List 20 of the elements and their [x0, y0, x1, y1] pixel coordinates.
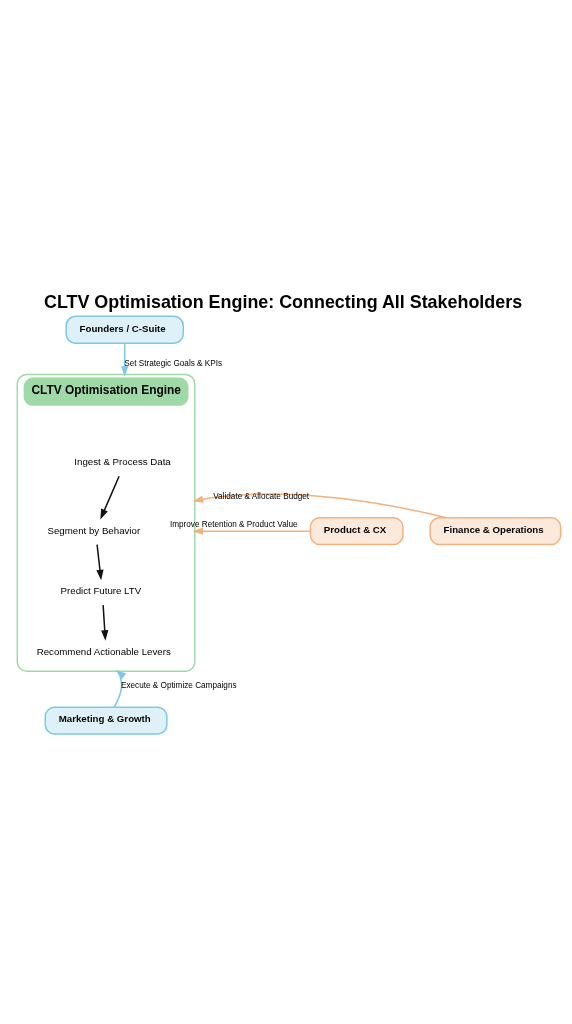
node-text: Recommend Actionable Levers [36, 645, 171, 657]
arrow [121, 342, 129, 377]
node-text: Segment by Behavior [47, 524, 141, 536]
edge-label: Validate & Allocate Budget [213, 491, 310, 501]
arrow [96, 543, 104, 580]
node-box: Founders / C-Suite [65, 315, 184, 344]
node-box: Marketing & Growth [44, 705, 168, 735]
edge-label: Improve Retention & Product Value [169, 519, 298, 529]
edge-label: Execute & Optimize Campaigns [120, 680, 237, 690]
arrow [113, 669, 127, 708]
node-text: Ingest & Process Data [74, 455, 171, 467]
arrow [192, 527, 311, 535]
node-box: Finance & Operations [429, 516, 562, 545]
node-box: Product & CX [309, 516, 404, 545]
edge-label: Set Strategic Goals & KPIs [124, 358, 223, 368]
diagram-title: CLTV Optimisation Engine: Connecting All Stakeholders [43, 291, 523, 312]
arrow [101, 603, 109, 641]
arrow [100, 474, 120, 520]
node-text: Predict Future LTV [60, 584, 142, 596]
arrow [192, 492, 448, 518]
